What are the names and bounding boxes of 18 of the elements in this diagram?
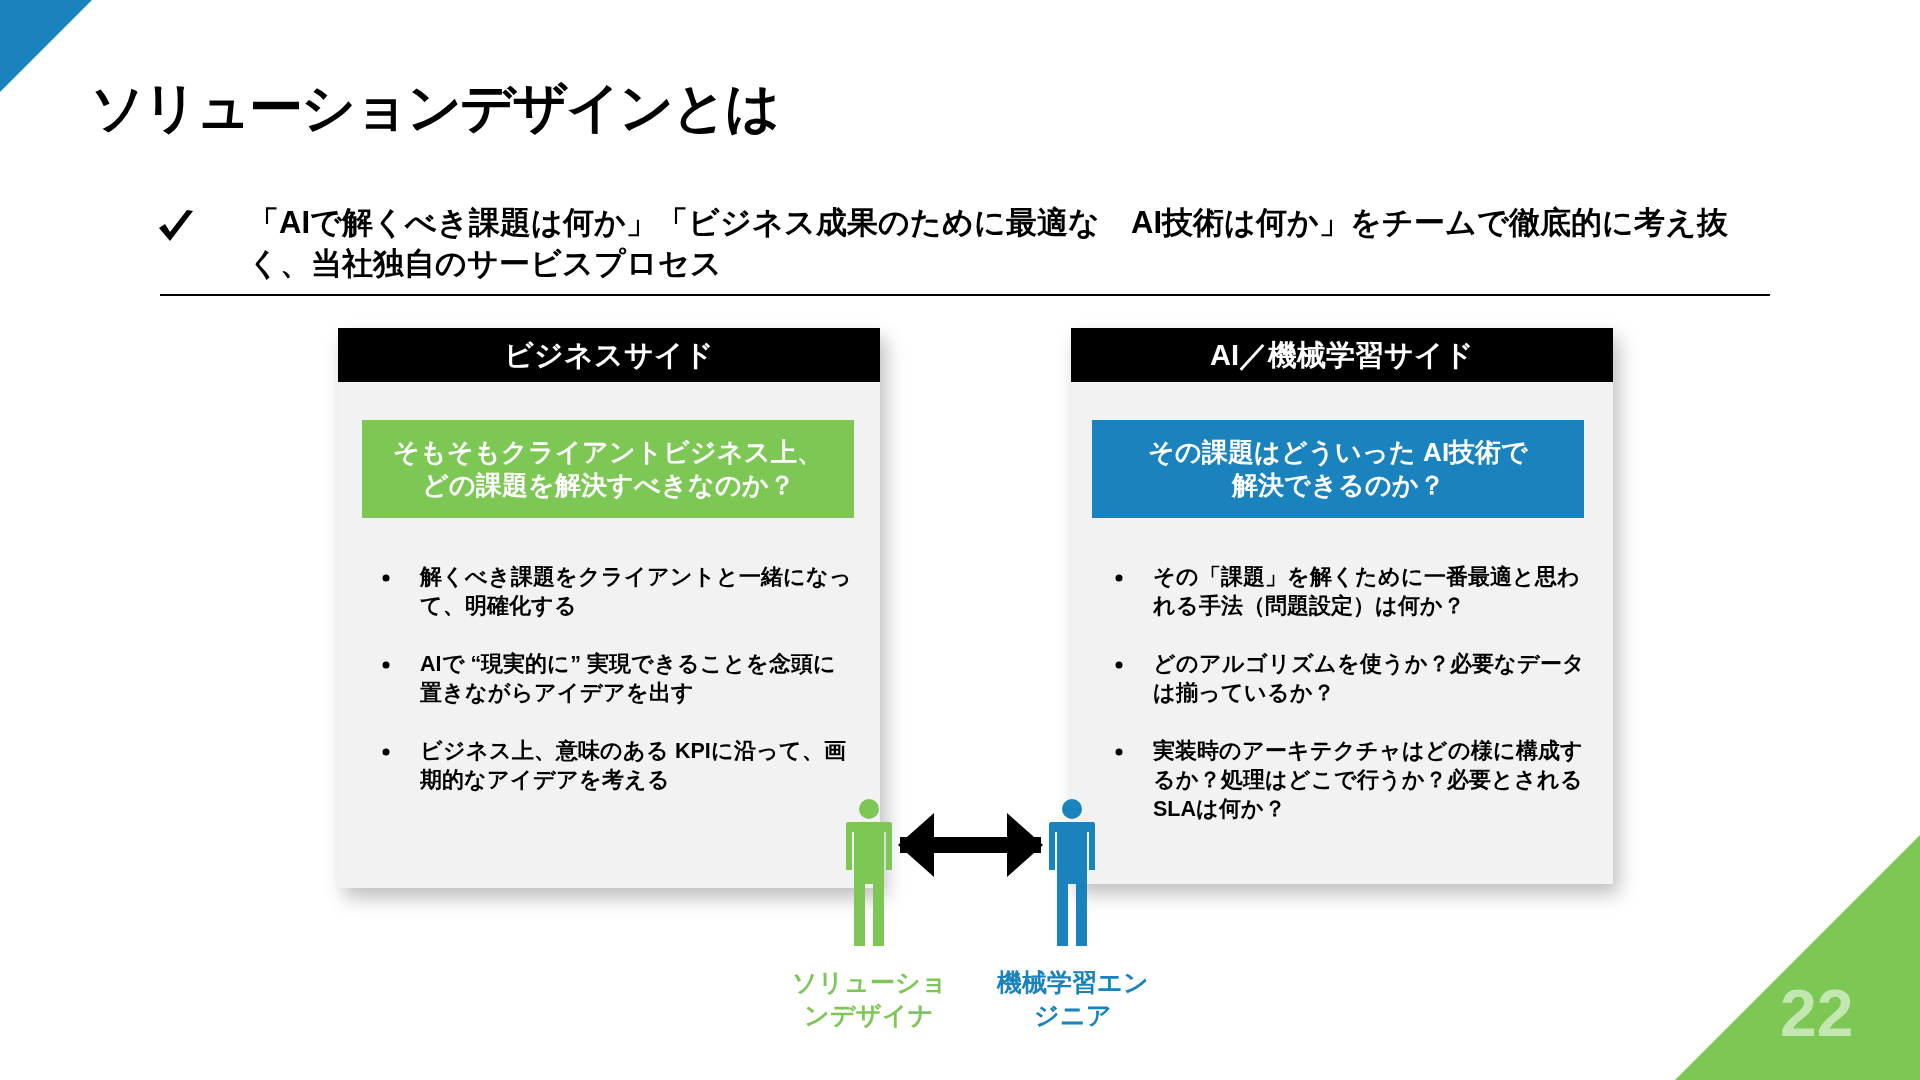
- subtitle-text: 「AIで解くべき課題は何か」「ビジネス成果のために最適な AI技術は何か」をチームで徹底的に考え抜く、当社独自のサービスプロセス: [248, 204, 1729, 283]
- slide-title: ソリューションデザインとは: [90, 76, 778, 139]
- bullet-text: 実装時のアーキテクチャはどの様に構成するか？処理はどこで行うか？必要とされるSLAは何か？: [1153, 738, 1584, 823]
- role-label: 機械学習エンジニア: [995, 967, 1150, 1031]
- bullet-text: ビジネス上、意味のある KPIに沿って、画期的なアイデアを考える: [420, 738, 847, 794]
- panel-header: ビジネスサイド: [338, 328, 880, 382]
- question-box: その課題はどういった AI技術で解決できるのか？: [1092, 420, 1584, 518]
- bullet-text: 解くべき課題をクライアントと一緒になって、明確化する: [420, 564, 852, 620]
- question-box: そもそもクライアントビジネス上、どの課題を解決すべきなのか？: [362, 420, 854, 518]
- bullet-text: どのアルゴリズムを使うか？必要なデータは揃っているか？: [1153, 651, 1585, 707]
- role-label: ソリューションデザイナ: [790, 967, 948, 1031]
- bullet-text: AIで “現実的に” 実現できることを念頭に置きながらアイデアを出す: [420, 651, 837, 707]
- double-arrow: [898, 813, 1043, 877]
- bullet-text: その「課題」を解くために一番最適と思われる手法（問題設定）は何か？: [1153, 564, 1581, 620]
- side-panel: [338, 328, 880, 888]
- panel-header: AI／機械学習サイド: [1071, 328, 1613, 382]
- side-panel: [1071, 328, 1613, 884]
- page-number: 22: [1780, 975, 1854, 1051]
